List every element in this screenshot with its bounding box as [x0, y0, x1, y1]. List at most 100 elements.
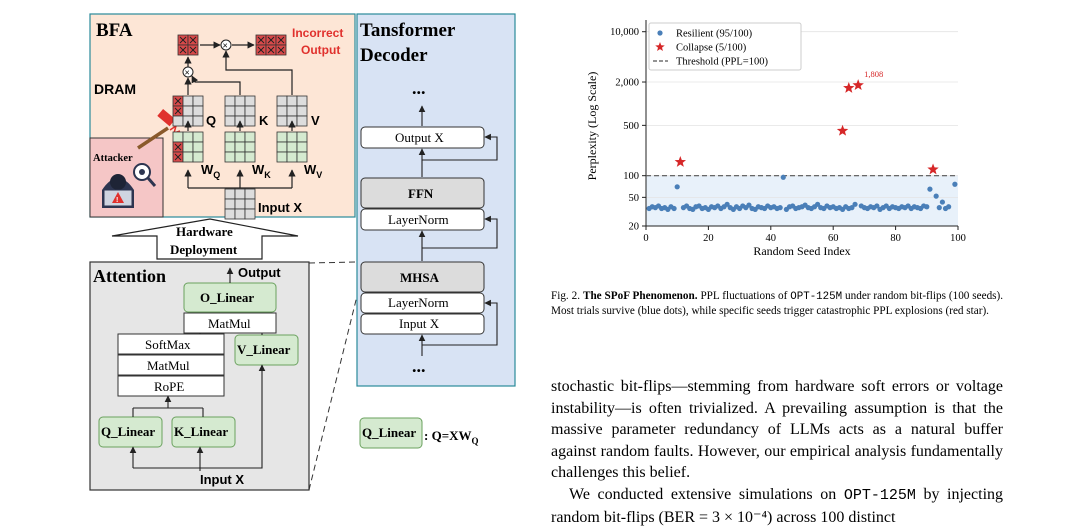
- k-matrix: [224, 95, 256, 127]
- decoder-title-line2: Decoder: [360, 45, 428, 66]
- resilient-point: [852, 201, 858, 207]
- legend-q-linear-box: [359, 417, 423, 449]
- svg-text:MatMul: MatMul: [147, 358, 190, 373]
- wk-matrix: [224, 131, 256, 163]
- caption-title: The SPoF Phenomenon.: [582, 290, 698, 302]
- resilient-point: [674, 184, 680, 190]
- attention-output-label: Output: [238, 265, 281, 280]
- incorrect-output-matrix: [255, 34, 287, 56]
- attention-input-label: Input X: [200, 472, 244, 487]
- resilient-point: [746, 202, 752, 208]
- zoom-lines: [308, 261, 359, 491]
- resilient-point: [924, 204, 930, 210]
- legend-frame: [648, 22, 802, 71]
- caption-prefix: Fig. 2.: [551, 290, 581, 302]
- y-tick-label: 20: [629, 222, 640, 233]
- attention-title: Attention: [93, 266, 166, 286]
- resilient-point: [927, 186, 933, 192]
- svg-text:×: ×: [185, 68, 190, 78]
- softmax-box: [117, 333, 225, 355]
- multiply-node: ×: [220, 39, 232, 51]
- resilient-point: [936, 205, 942, 211]
- paragraph-2: We conducted extensive simulations on OP…: [551, 485, 1004, 526]
- matmul-top-box: [183, 312, 277, 334]
- v-label: V: [311, 113, 320, 128]
- svg-text:×: ×: [223, 41, 228, 51]
- dots-bottom: ...: [412, 356, 426, 376]
- resilient-point: [780, 174, 786, 180]
- caption-text-2: under random bit-flips (100 seeds). Most…: [551, 290, 1004, 318]
- body-text: stochastic bit-flips—stemming from hardw…: [551, 376, 1003, 528]
- collapse-point: [852, 79, 864, 91]
- svg-text:Q_Linear: Q_Linear: [362, 425, 416, 440]
- input-matrix: [224, 188, 256, 220]
- k-label: K: [259, 113, 269, 128]
- hacker-icon: !: [102, 174, 134, 208]
- svg-text:O_Linear: O_Linear: [200, 290, 254, 305]
- decoder-title-line1: Tansformer: [360, 20, 456, 41]
- svg-text:LayerNorm: LayerNorm: [388, 212, 449, 227]
- bfa-arrows: [184, 41, 296, 189]
- x-tick-label: 20: [703, 233, 714, 244]
- resilient-point: [946, 204, 952, 210]
- resilient-point: [874, 203, 880, 209]
- svg-text:!: !: [116, 197, 118, 204]
- figure-caption: Fig. 2. The SPoF Phenomenon. PPL fluctua…: [551, 289, 1003, 319]
- incorrect-output-line1: Incorrect: [292, 26, 343, 40]
- legend-collapse-label: Collapse (5/100): [676, 43, 747, 54]
- chart-legend: Resilient (95/100)Collapse (5/100)Thresh…: [648, 22, 802, 71]
- layernorm-bottom-box: [360, 292, 485, 314]
- svg-text:FFN: FFN: [408, 186, 434, 201]
- collapse-point: [927, 163, 939, 175]
- svg-text:K_Linear: K_Linear: [174, 424, 228, 439]
- y-tick-label: 500: [623, 121, 639, 132]
- magnifier-eye-icon: [133, 163, 157, 187]
- svg-text:Input X: Input X: [399, 316, 440, 331]
- hardware-deployment-arrow: [111, 218, 299, 260]
- y-axis-label: Perplexity (Log Scale): [585, 72, 599, 181]
- y-tick-label: 50: [629, 193, 640, 204]
- legend-resilient-label: Resilient (95/100): [676, 29, 753, 40]
- legend-resilient-marker: [657, 30, 663, 36]
- peak-annotation: 1,808: [864, 69, 883, 79]
- svg-text:Output X: Output X: [395, 130, 444, 145]
- wq-matrix: [172, 131, 204, 163]
- y-tick-label: 10,000: [610, 27, 639, 38]
- architecture-diagram: BFA DRAM Incorrect Output Attacker ! Q K…: [89, 13, 516, 491]
- collapse-point: [674, 155, 687, 167]
- wv-label: WV: [304, 162, 322, 180]
- safe-zone-band: [646, 175, 958, 226]
- multiply-node: ×: [182, 66, 194, 78]
- wv-matrix: [276, 131, 308, 163]
- wk-label: WK: [252, 162, 271, 180]
- x-tick-label: 80: [890, 233, 901, 244]
- paragraph-1: stochastic bit-flips—stemming from hardw…: [551, 378, 1003, 482]
- svg-text:MHSA: MHSA: [400, 270, 440, 285]
- legend-collapse-marker: [655, 42, 665, 52]
- ffn-box: [360, 177, 485, 209]
- hardware-label: Hardware: [176, 224, 233, 239]
- decoder-arrows: [418, 105, 498, 356]
- collapse-point: [843, 82, 855, 93]
- layernorm-top-box: [360, 208, 485, 231]
- q-label: Q: [206, 113, 216, 128]
- caption-model: OPT-125M: [790, 291, 843, 303]
- deployment-label: Deployment: [170, 242, 238, 257]
- x-tick-label: 40: [766, 233, 777, 244]
- resilient-point: [849, 205, 855, 211]
- y-tick-label: 100: [623, 171, 639, 182]
- bfa-input-label: Input X: [258, 200, 302, 215]
- resilient-point: [939, 199, 945, 205]
- dots-top: ...: [412, 78, 426, 98]
- x-tick-label: 60: [828, 233, 839, 244]
- decoder-input-x-box: [360, 313, 485, 335]
- bfa-title: BFA: [96, 20, 133, 41]
- attacker-label: Attacker: [93, 153, 133, 164]
- attention-arrows: [129, 267, 266, 471]
- resilient-point: [671, 205, 677, 212]
- v-linear-box: [234, 334, 299, 366]
- svg-text:SoftMax: SoftMax: [145, 337, 191, 352]
- resilient-point: [777, 205, 783, 211]
- matmul-bottom-box: [117, 354, 225, 376]
